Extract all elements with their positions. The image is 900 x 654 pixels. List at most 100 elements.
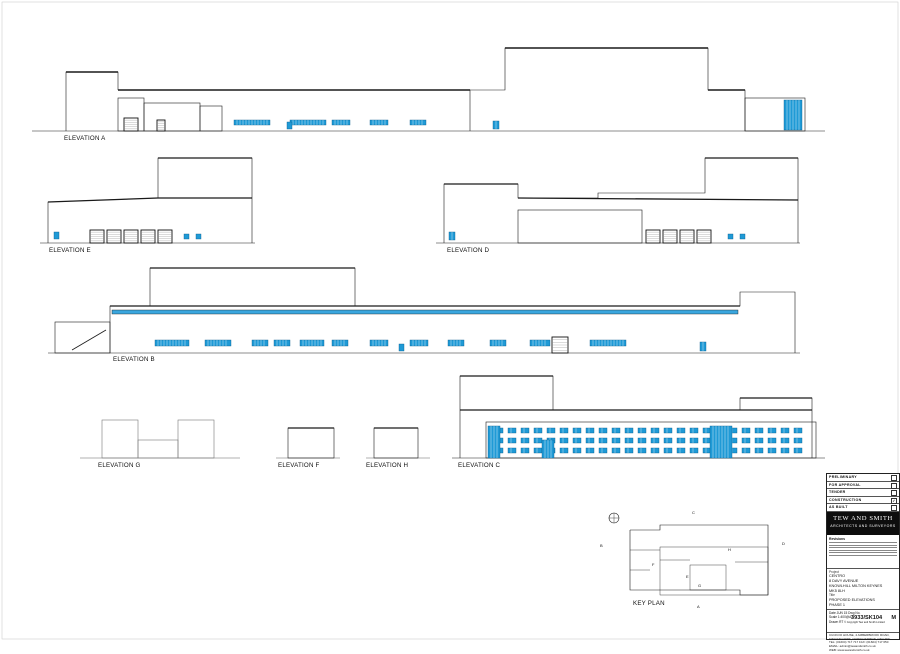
window-panel xyxy=(520,437,530,444)
window-panel xyxy=(780,427,790,434)
window-panel xyxy=(676,437,686,444)
elevation-b xyxy=(48,267,800,354)
title-line: PROPOSED ELEVATIONS xyxy=(829,598,875,603)
window-panel xyxy=(624,427,634,434)
window-panel xyxy=(533,447,543,454)
status-row: CONSTRUCTION✓ xyxy=(827,497,899,504)
window-panel xyxy=(572,447,582,454)
window-panel xyxy=(793,447,803,454)
project-line: KNOWLHILL MILTON KEYNES xyxy=(829,583,883,588)
window-panel xyxy=(533,437,543,444)
window-panel xyxy=(546,427,556,434)
window-panel xyxy=(676,447,686,454)
address-line: KINGSTHORPE, NORTHAMPTON, NN2 7NE xyxy=(829,636,891,641)
window-panel xyxy=(663,427,673,434)
window-panel xyxy=(780,437,790,444)
window-panel xyxy=(663,447,673,454)
elevation-g xyxy=(80,419,240,459)
elevation-e-label: ELEVATION E xyxy=(49,247,91,254)
firm-address: CUCKOO HOUSE, 4 AMBERBROOK ROAD, KINGSTH… xyxy=(827,633,899,654)
window-panel xyxy=(689,427,699,434)
window-panel xyxy=(611,447,621,454)
window-panel xyxy=(585,437,595,444)
window-panel xyxy=(650,437,660,444)
window-panel xyxy=(624,447,634,454)
window-panel xyxy=(195,233,202,240)
window-panel xyxy=(273,339,291,347)
window-panel xyxy=(598,437,608,444)
loading-doors xyxy=(89,117,712,354)
status-checkbox xyxy=(891,490,897,496)
window-panel xyxy=(727,233,734,240)
window-panel xyxy=(767,427,777,434)
window-panel xyxy=(767,437,777,444)
window-panel xyxy=(689,447,699,454)
window-panel xyxy=(650,447,660,454)
firm-banner: TEW AND SMITH ARCHITECTS AND SURVEYORS xyxy=(827,511,899,535)
window-panel xyxy=(689,437,699,444)
window-panel xyxy=(598,447,608,454)
window-panel xyxy=(398,343,405,352)
window-panel xyxy=(702,447,712,454)
elevation-f xyxy=(276,427,340,459)
revisions-area: Revisions xyxy=(827,535,899,569)
window-panel xyxy=(489,339,507,347)
window-panel xyxy=(702,437,712,444)
window-panel xyxy=(520,427,530,434)
window-panel xyxy=(572,427,582,434)
elevation-c-label: ELEVATION C xyxy=(458,462,501,469)
window-panel xyxy=(637,447,647,454)
window-panel xyxy=(53,231,60,240)
window-panel xyxy=(637,437,647,444)
key-plan-marker: H xyxy=(728,547,731,552)
key-plan-marker: F xyxy=(652,562,655,567)
elevation-g-label: ELEVATION G xyxy=(98,462,141,469)
window-panel xyxy=(624,437,634,444)
window-panel xyxy=(611,427,621,434)
elevation-b-label: ELEVATION B xyxy=(113,356,155,363)
window-panel xyxy=(739,233,746,240)
status-checkbox xyxy=(891,505,897,511)
key-plan-label: KEY PLAN xyxy=(633,600,665,607)
firm-name: TEW AND SMITH xyxy=(833,514,893,522)
window-panel xyxy=(572,437,582,444)
window-panel xyxy=(585,447,595,454)
window-panel xyxy=(286,121,293,130)
window-panel xyxy=(585,427,595,434)
status-row: FOR APPROVAL xyxy=(827,482,899,489)
window-panel xyxy=(598,427,608,434)
title-heading: Title xyxy=(829,593,835,598)
status-row: TENDER xyxy=(827,489,899,497)
window-panel xyxy=(754,427,764,434)
drawn-value: RT xyxy=(839,619,844,624)
project-line: CENTRO xyxy=(829,574,846,579)
curtain-wall xyxy=(709,425,733,459)
date-value: JUN 15 xyxy=(836,610,848,615)
scale-value: 1:400@A3 xyxy=(837,615,853,620)
address-line: CUCKOO HOUSE, 4 AMBERBROOK ROAD, xyxy=(829,632,890,637)
dwg-no-label: Dwg No. xyxy=(848,610,861,615)
drawn-label: Drawn xyxy=(829,619,839,624)
window-panel xyxy=(741,447,751,454)
window-panel xyxy=(611,437,621,444)
drawing-meta: Date JUN 15 Dwg No. Scale 1:400@A3 Drawn… xyxy=(827,610,899,633)
window-panel xyxy=(204,339,232,347)
window-panel xyxy=(559,447,569,454)
key-plan-marker: B xyxy=(600,543,603,548)
sheet-border xyxy=(1,1,899,640)
key-plan-marker: D xyxy=(782,541,785,546)
project-info: Project CENTRO 8 DAVY AVENUE KNOWLHILL M… xyxy=(827,569,899,610)
window-panel xyxy=(529,339,551,347)
project-line: MK5 8LH xyxy=(829,588,845,593)
status-row: PRELIMINARY xyxy=(827,474,899,482)
elevation-drawings xyxy=(32,47,825,459)
window-panel xyxy=(676,427,686,434)
key-plan-marker: A xyxy=(697,604,700,609)
window-panel xyxy=(767,447,777,454)
window-panel xyxy=(663,437,673,444)
firm-subtitle: ARCHITECTS AND SURVEYORS xyxy=(830,523,896,528)
window-panel xyxy=(741,437,751,444)
